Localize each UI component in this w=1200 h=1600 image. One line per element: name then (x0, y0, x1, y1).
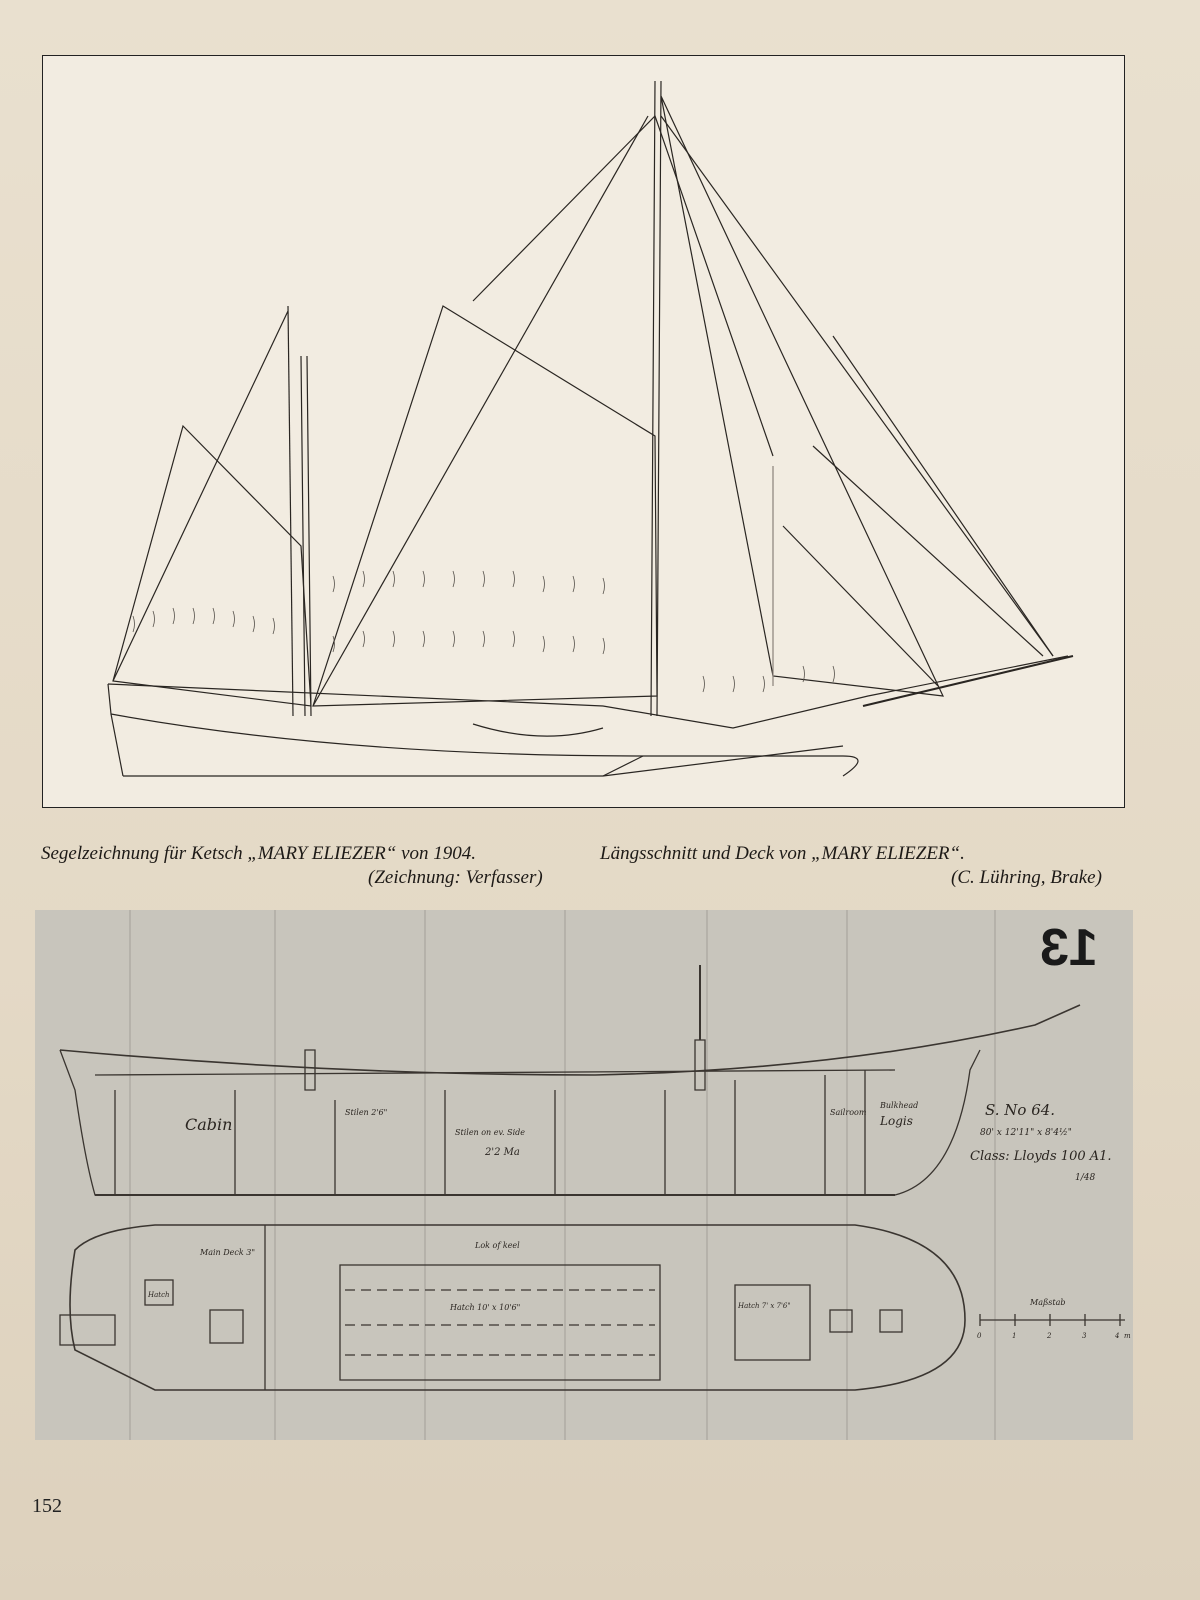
label-keel: Lok of keel (474, 1241, 520, 1250)
scale-tick: m (1124, 1332, 1131, 1340)
caption-right-title: Längsschnitt und Deck von „MARY ELIEZER“… (600, 843, 965, 864)
caption-right-credit: (C. Lühring, Brake) (951, 867, 1102, 888)
longitudinal-section-and-deck-plan: Cabin Logis Bulkhead Sailroom Stilen 2'6… (35, 910, 1133, 1440)
label-stiles-sides: Stilen on ev. Side (455, 1128, 525, 1137)
sail-plan-drawing (42, 55, 1125, 808)
caption-left-title: Segelzeichnung für Ketsch „MARY ELIEZER“… (41, 843, 477, 864)
ship-dimensions: 80' x 12'11" x 8'4½" (980, 1127, 1072, 1138)
scale-tick: 4 (1114, 1332, 1119, 1340)
caption-left-credit: (Zeichnung: Verfasser) (368, 867, 543, 888)
label-main-hatch: Hatch 10' x 10'6" (449, 1303, 520, 1312)
label-sail-room: Sailroom (830, 1108, 867, 1117)
ship-number: S. No 64. (985, 1101, 1055, 1119)
scale-ratio: 1/48 (1075, 1173, 1095, 1183)
sheet-number: 13 (1040, 919, 1098, 977)
scale-tick: 2 (1046, 1332, 1052, 1340)
label-logis: Logis (879, 1114, 913, 1128)
ship-plan-drawing (59, 910, 1125, 1440)
scale-tick: 1 (1012, 1332, 1016, 1340)
label-hatch: Hatch (147, 1291, 170, 1299)
label-fore-hatch: Hatch 7' x 7'6" (737, 1302, 791, 1310)
label-cabin: Cabin (185, 1115, 232, 1134)
page-number: 152 (32, 1495, 62, 1517)
label-stiles: Stilen 2'6" (345, 1108, 387, 1117)
label-main-deck: Main Deck 3" (199, 1248, 255, 1257)
label-stiles-measure: 2'2 Ma (484, 1147, 520, 1158)
ketch-sail-plan (107, 80, 1074, 777)
ship-class: Class: Lloyds 100 A1. (970, 1149, 1112, 1164)
scale-tick: 0 (977, 1332, 982, 1340)
scale-tick: 3 (1082, 1332, 1087, 1340)
label-bulkhead: Bulkhead (879, 1101, 918, 1110)
scale-title: Maßstab (1029, 1298, 1066, 1307)
